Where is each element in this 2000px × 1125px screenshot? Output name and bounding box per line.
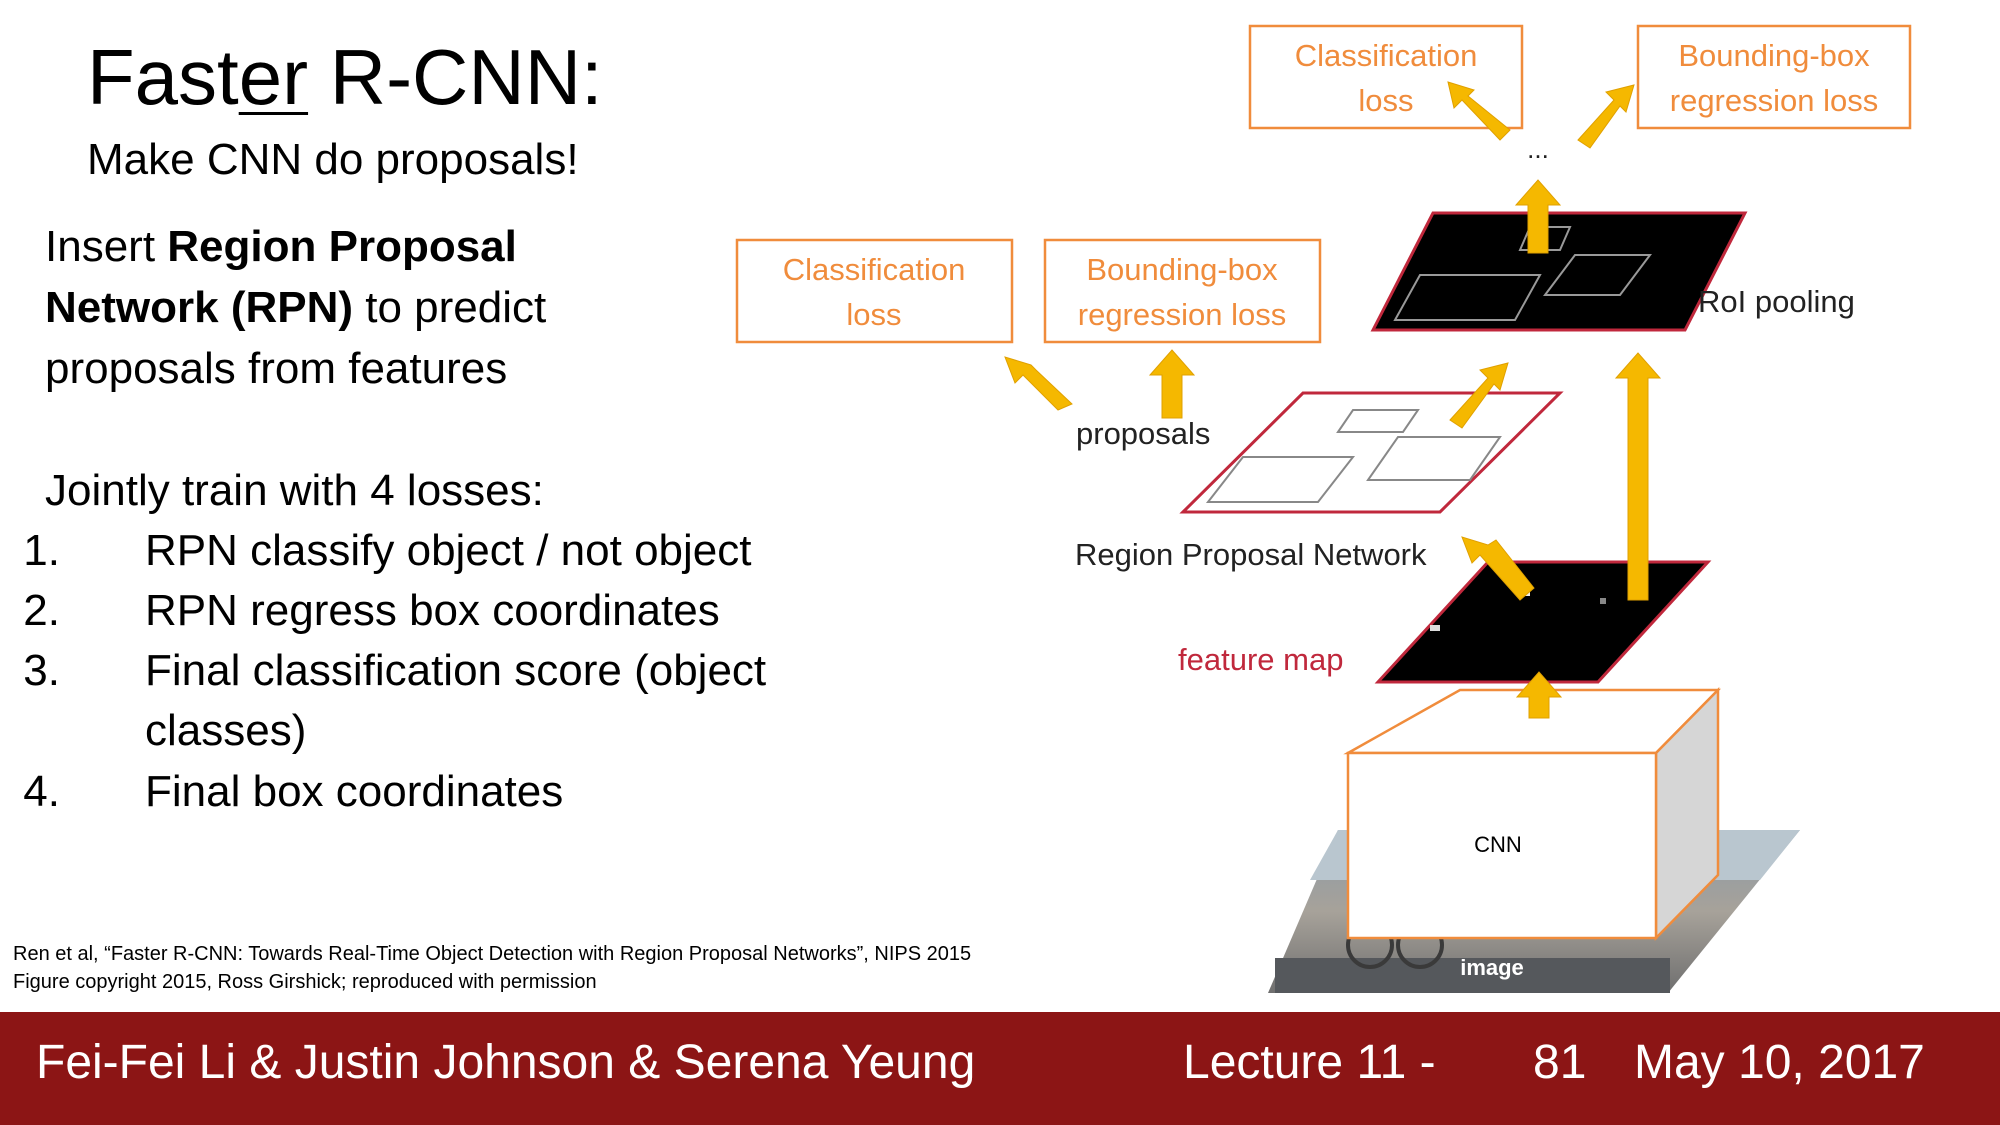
cnn-box-front bbox=[1346, 751, 1658, 940]
citation-line-1: Ren et al, “Faster R-CNN: Towards Real-T… bbox=[13, 943, 972, 965]
rpn-bbox-loss-box bbox=[1043, 238, 1322, 344]
up-arrow bbox=[1614, 352, 1662, 601]
rpn-classification-loss-label: Classification bbox=[783, 252, 966, 287]
list-item: 4. Final box coordinates bbox=[23, 767, 564, 816]
body-line-4: Jointly train with 4 losses: bbox=[45, 466, 544, 515]
ellipsis: ... bbox=[1527, 134, 1549, 164]
feature-activation bbox=[1600, 598, 1606, 604]
list-item: classes) bbox=[145, 706, 307, 755]
proposal-box bbox=[1366, 436, 1502, 481]
proposal-box bbox=[1336, 409, 1420, 433]
body-line-3: proposals from features bbox=[45, 344, 508, 393]
feature-map-plane bbox=[1374, 560, 1712, 684]
cnn-label: CNN bbox=[1474, 832, 1522, 857]
rpn-classification-loss-label: loss bbox=[846, 297, 901, 332]
citation-line-2: Figure copyright 2015, Ross Girshick; re… bbox=[13, 971, 597, 993]
image-road bbox=[1275, 958, 1670, 993]
list-item: 2. RPN regress box coordinates bbox=[23, 586, 720, 635]
feature-map-label: feature map bbox=[1178, 642, 1343, 677]
footer-authors: Fei-Fei Li & Justin Johnson & Serena Yeu… bbox=[36, 1036, 976, 1089]
up-arrow bbox=[1514, 179, 1562, 254]
roi-pooling-plane bbox=[1370, 211, 1748, 332]
roi-box bbox=[1393, 274, 1542, 321]
body-line-1: Insert Region Proposal bbox=[45, 222, 517, 271]
image-label: image bbox=[1460, 955, 1524, 980]
final-classification-loss-label: loss bbox=[1358, 83, 1413, 118]
up-arrow bbox=[1515, 671, 1563, 719]
roi-box bbox=[1543, 254, 1652, 296]
slide-title: Faster R-CNN: bbox=[87, 33, 603, 121]
up-right-arrow bbox=[1449, 362, 1509, 429]
roi-pooling-label: RoI pooling bbox=[1698, 284, 1855, 319]
rpn-bbox-loss-label: regression loss bbox=[1078, 297, 1286, 332]
faster-rcnn-diagram: image CNN feature map proposals Region P… bbox=[735, 24, 1912, 993]
list-item: 1. RPN classify object / not object bbox=[23, 526, 752, 575]
slide-subtitle: Make CNN do proposals! bbox=[87, 135, 579, 184]
up-left-arrow bbox=[1004, 356, 1073, 411]
up-left-arrow bbox=[1461, 536, 1535, 601]
feature-activation bbox=[1430, 625, 1440, 631]
up-left-arrow bbox=[1447, 81, 1511, 141]
up-right-arrow bbox=[1577, 84, 1635, 149]
body-line-2: Network (RPN) to predict bbox=[45, 283, 547, 332]
list-item: 3. Final classification score (object bbox=[23, 646, 767, 695]
up-arrow bbox=[1148, 349, 1196, 419]
proposal-box bbox=[1205, 456, 1356, 503]
rpn-classification-loss-box bbox=[735, 238, 1014, 344]
final-classification-loss-label: Classification bbox=[1295, 38, 1478, 73]
rpn-bbox-loss-label: Bounding-box bbox=[1086, 252, 1278, 287]
footer-bar bbox=[0, 1012, 2000, 1125]
final-bbox-loss-label: regression loss bbox=[1670, 83, 1878, 118]
final-bbox-loss-box bbox=[1636, 24, 1912, 130]
final-bbox-loss-label: Bounding-box bbox=[1678, 38, 1870, 73]
footer-page-number: 81 bbox=[1533, 1036, 1587, 1089]
footer-lecture: Lecture 11 - bbox=[1183, 1036, 1436, 1089]
rpn-label: Region Proposal Network bbox=[1075, 537, 1427, 572]
citation: Ren et al, “Faster R-CNN: Towards Real-T… bbox=[13, 940, 971, 996]
proposals-label: proposals bbox=[1076, 416, 1210, 451]
footer-date: May 10, 2017 bbox=[1634, 1036, 1925, 1089]
